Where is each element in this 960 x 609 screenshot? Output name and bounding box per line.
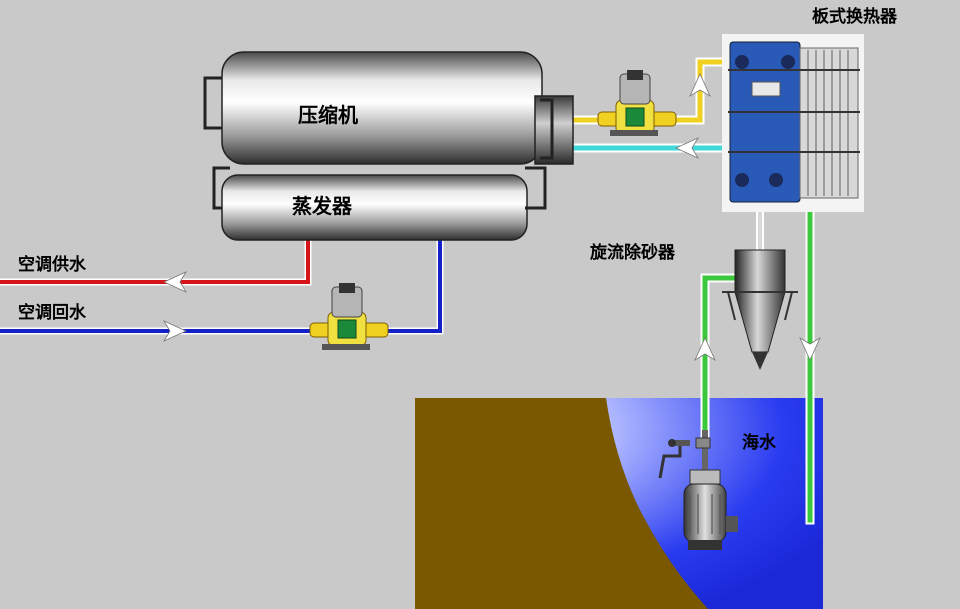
arrow-up-icon: [694, 337, 716, 362]
ac-return-pipe: [0, 240, 442, 333]
ac-supply-pipe: [0, 240, 310, 284]
plate-heat-exchanger: [722, 34, 864, 212]
arrow-up-icon: [689, 73, 711, 98]
ac-pipes: [0, 240, 444, 335]
seawater-label: 海水: [742, 432, 777, 453]
sea-area: [415, 398, 823, 609]
flow-arrows: [162, 73, 821, 362]
ac-supply-label: 空调供水: [18, 254, 87, 275]
condenser-out-pipe: [573, 59, 742, 123]
arrow-return-right-icon: [162, 320, 187, 342]
seawater-intake-pipe: [702, 275, 741, 443]
arrow-down-icon: [799, 336, 821, 361]
evaporator-label: 蒸发器: [292, 194, 353, 218]
condenser-in-pipe: [573, 145, 748, 180]
ac-return-label: 空调回水: [18, 302, 87, 323]
cyclone-desander: [722, 249, 798, 370]
condenser-pump: [597, 70, 677, 136]
seawater-pump: [658, 430, 738, 550]
compressor: [203, 51, 574, 165]
ground-bank: [415, 398, 708, 609]
cyclone-label: 旋流除砂器: [589, 242, 676, 263]
ac-pump: [309, 283, 389, 350]
compressor-label: 压缩机: [298, 103, 358, 127]
arrow-supply-left-icon: [163, 271, 188, 293]
arrow-left-icon: [675, 137, 700, 159]
heat-exchanger-label: 板式换热器: [812, 6, 898, 27]
evaporator: [212, 166, 547, 241]
